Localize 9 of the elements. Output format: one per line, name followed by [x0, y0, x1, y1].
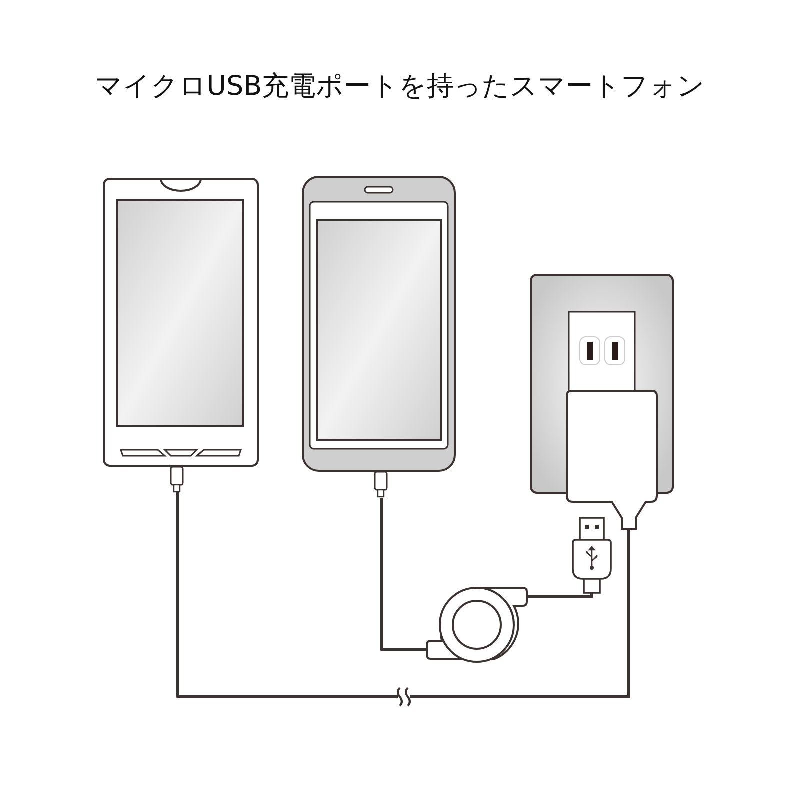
smartphone-drawing [302, 176, 456, 498]
cable [380, 498, 427, 652]
cable [527, 593, 594, 598]
cable-reel-drawing [425, 585, 528, 663]
cable [176, 492, 630, 698]
title: マイクロUSB充電ポートを持ったスマートフォン [94, 70, 706, 104]
smartphone-drawing [103, 178, 259, 492]
charger-adapter-drawing [566, 390, 658, 530]
usb-plug-drawing [571, 517, 613, 594]
